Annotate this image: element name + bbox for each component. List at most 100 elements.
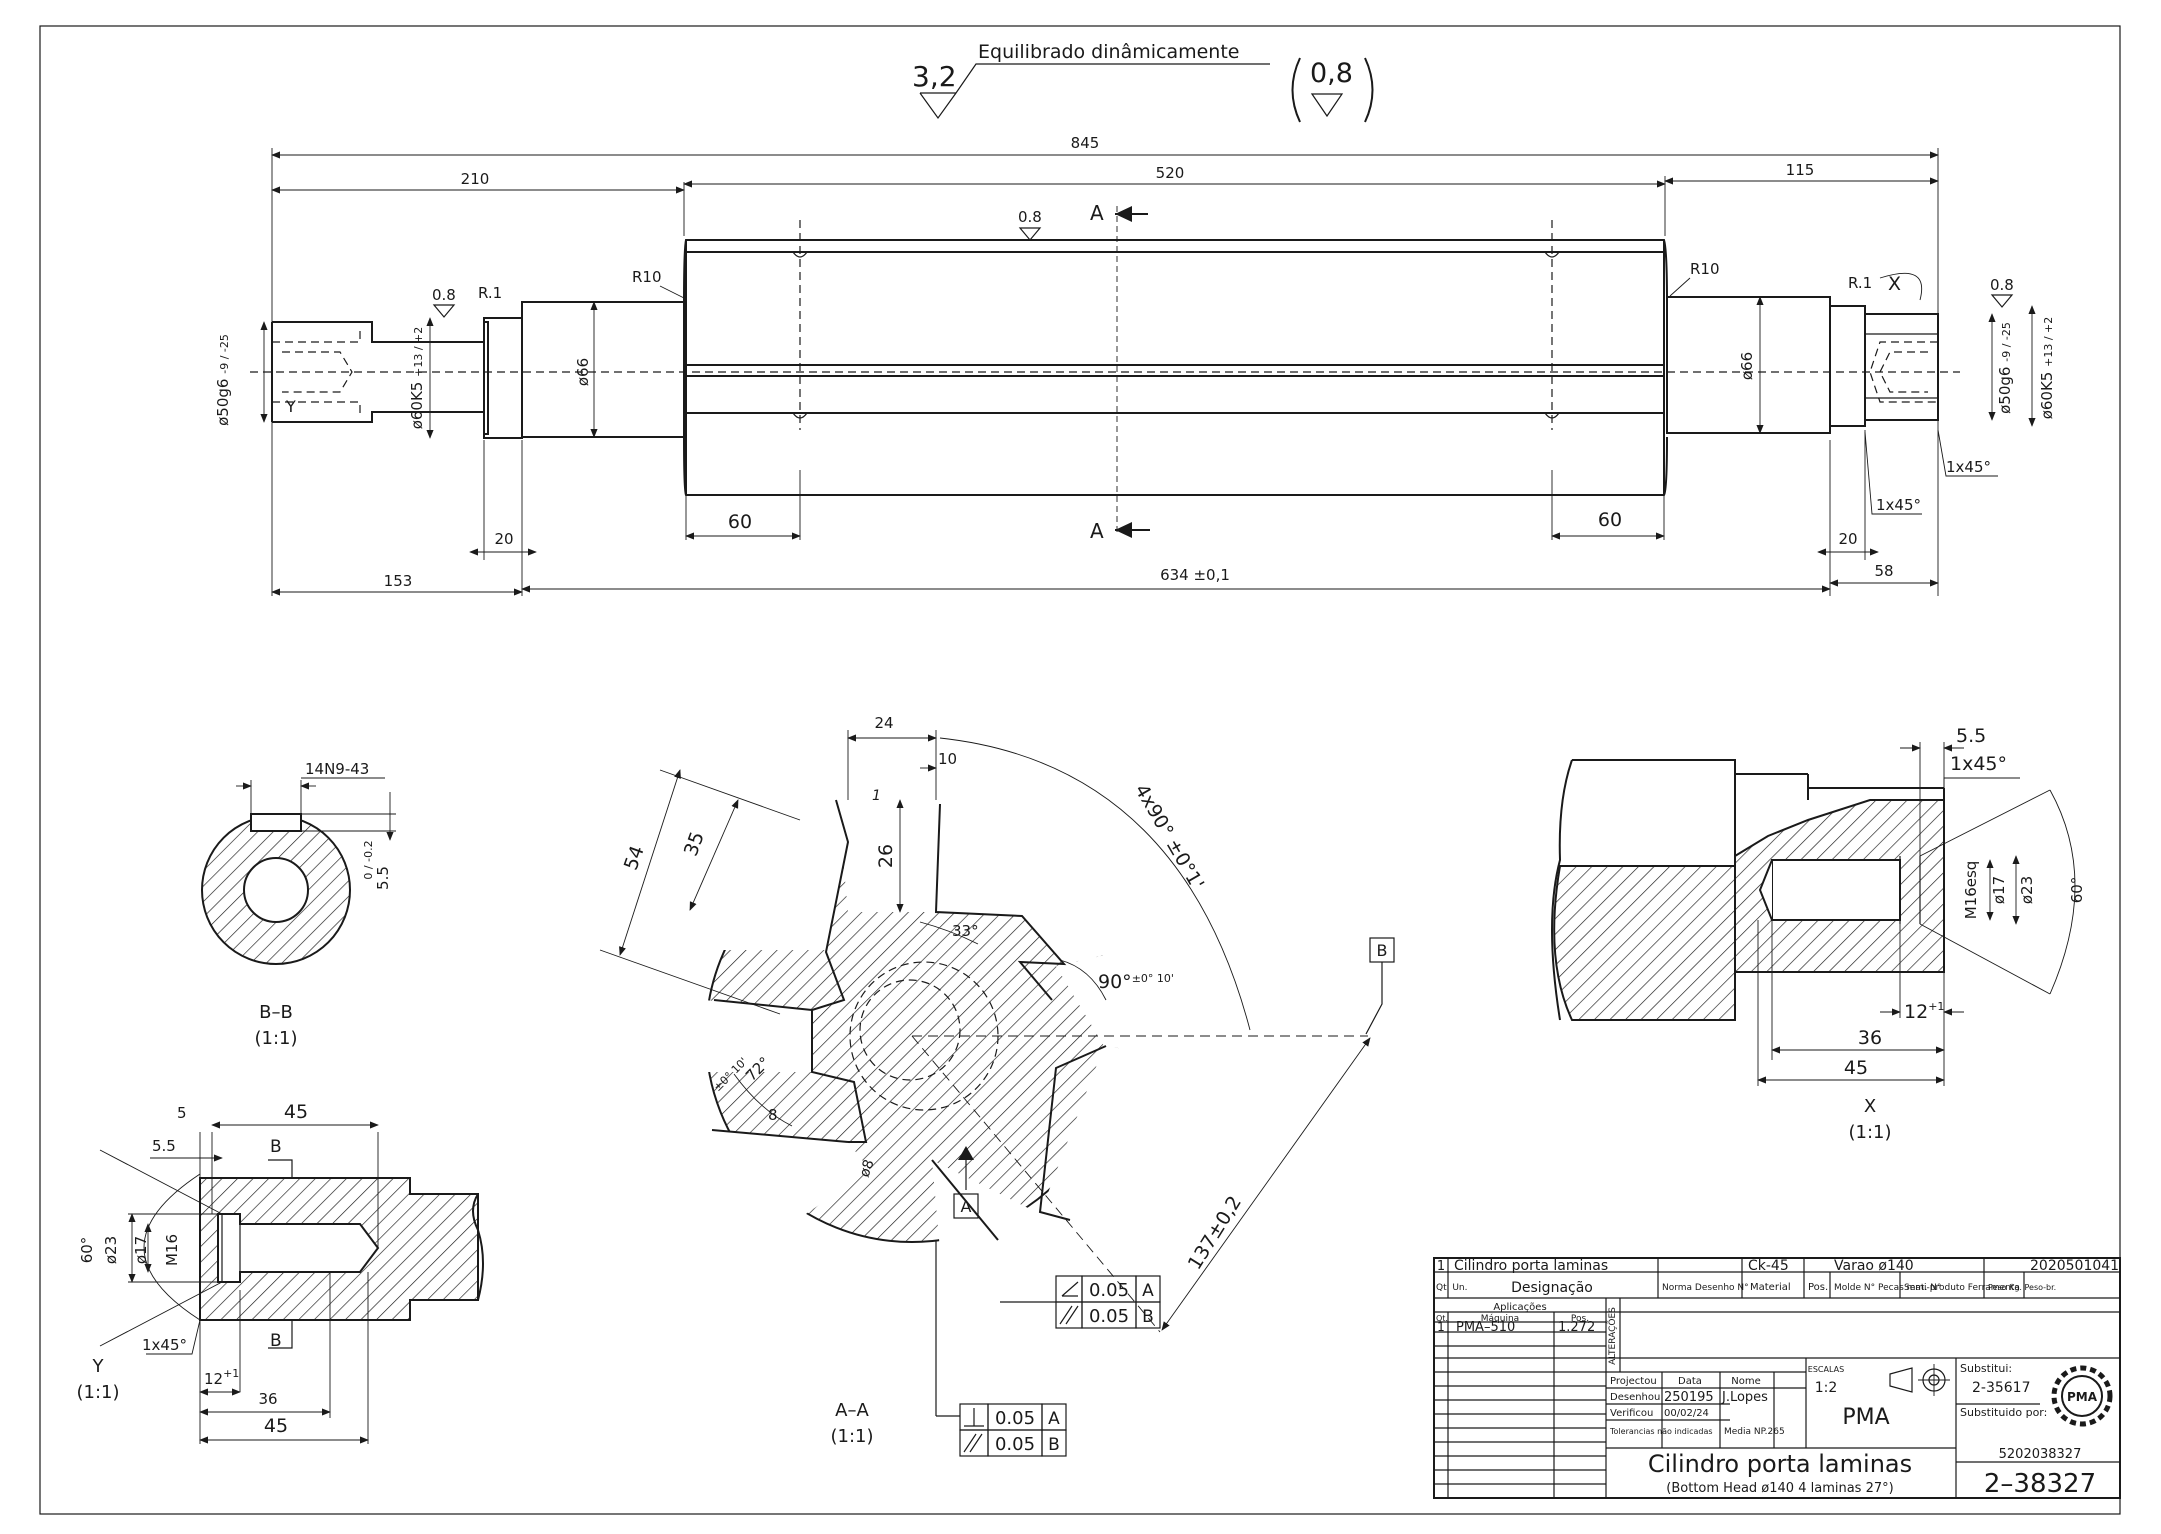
aa-dim-137: 137±0,2 bbox=[1184, 1192, 1246, 1274]
dim-middle-length: 520 bbox=[1156, 164, 1185, 182]
dia-right-end-value: ø50g6 bbox=[1996, 367, 2014, 414]
aa-scale: (1:1) bbox=[830, 1426, 873, 1447]
tb-substituido-label: Substituido por: bbox=[1960, 1406, 2047, 1419]
dia-left-end-tol: -9 / -25 bbox=[218, 334, 231, 374]
dim-20-left: 20 bbox=[494, 530, 513, 548]
fcf2-value: 0.05 bbox=[1089, 1306, 1129, 1327]
tb-app-pos: 1.272 bbox=[1558, 1320, 1595, 1335]
dim-58: 58 bbox=[1874, 562, 1893, 580]
tb-company: PMA bbox=[1842, 1405, 1889, 1430]
tb-qty: 1 bbox=[1437, 1259, 1445, 1274]
tb-desenhou-name: J.Lopes bbox=[1721, 1390, 1768, 1405]
fcf3-value: 0.05 bbox=[995, 1408, 1035, 1429]
dia-right-end-tol: -9 / -25 bbox=[2000, 322, 2013, 362]
y-thread: M16 bbox=[163, 1234, 181, 1266]
y-scale: (1:1) bbox=[76, 1382, 119, 1403]
fcf-block-1: 0.05 A 0.05 B bbox=[1000, 1275, 1161, 1329]
y-dim-45-top: 45 bbox=[284, 1101, 308, 1123]
tb-substitui: 2-35617 bbox=[1972, 1380, 2031, 1396]
logo-text: PMA bbox=[2067, 1390, 2098, 1404]
aa-angle-pitch: 4x90° ±0°1' bbox=[1130, 780, 1208, 893]
y-dim-36: 36 bbox=[258, 1390, 277, 1408]
detail-y: 5 45 5.5 B B 60° ø23 ø17 M16 1x45° 12+1 … bbox=[76, 1101, 484, 1444]
y-dim-12: 12+1 bbox=[204, 1367, 239, 1388]
roughness-mid: 0.8 bbox=[1018, 208, 1042, 226]
tb-norma: Norma Desenho N° bbox=[1662, 1283, 1749, 1293]
dia-left-bearing-value: ø60K5 bbox=[408, 382, 426, 430]
dim-groove-right: 60 bbox=[1598, 509, 1622, 531]
aa-angle-33: 33° bbox=[952, 922, 979, 940]
tb-serial: 5202038327 bbox=[1999, 1447, 2082, 1462]
tb-desenhou-date: 250195 bbox=[1664, 1390, 1714, 1405]
dim-20-right: 20 bbox=[1838, 530, 1857, 548]
x-dia-17: ø17 bbox=[1990, 876, 2008, 904]
y-dia-17: ø17 bbox=[132, 1236, 150, 1264]
tb-tolerancias: Tolerancias não indicadas bbox=[1609, 1427, 1713, 1436]
section-a-top: A bbox=[1090, 201, 1104, 225]
x-dim-12-value: 12 bbox=[1904, 1001, 1928, 1023]
tb-media: Media NP.265 bbox=[1724, 1427, 1785, 1437]
dim-left-length: 210 bbox=[461, 170, 490, 188]
tb-molde: Molde N° Pecas mat. N° bbox=[1834, 1283, 1941, 1293]
fcf4-datum: B bbox=[1048, 1435, 1060, 1455]
tb-drawing-no: 2–38327 bbox=[1984, 1469, 2096, 1499]
aa-datum-a: A bbox=[961, 1197, 972, 1216]
section-bb: 14N9-43 5.5 0 / -0.2 B–B (1:1) bbox=[201, 760, 396, 1049]
fcf2-datum: B bbox=[1142, 1307, 1154, 1327]
x-dim-12-tol: +1 bbox=[1928, 1000, 1944, 1013]
tb-maquina: Máquina bbox=[1481, 1314, 1519, 1324]
x-thread: M16esq bbox=[1962, 861, 1980, 920]
tb-projectou: Projectou bbox=[1610, 1376, 1657, 1387]
tb-app-qty: 1 bbox=[1437, 1320, 1445, 1334]
y-title: Y bbox=[92, 1356, 105, 1377]
dim-total-length: 845 bbox=[1071, 134, 1100, 152]
tb-aplicacoes: Aplicações bbox=[1493, 1302, 1546, 1313]
aa-dim-1: 1 bbox=[872, 788, 881, 804]
aa-angle-90-value: 90° bbox=[1098, 971, 1132, 993]
radius-right: R.1 bbox=[1848, 274, 1872, 292]
y-dim-45-bottom: 45 bbox=[264, 1415, 288, 1437]
tb-pos: Pos. bbox=[1808, 1282, 1828, 1293]
y-dia-23: ø23 bbox=[102, 1236, 120, 1264]
tb-material-grade: Ck-45 bbox=[1748, 1258, 1789, 1274]
aa-title: A–A bbox=[835, 1400, 869, 1421]
dim-153: 153 bbox=[384, 572, 413, 590]
bb-title: B–B bbox=[259, 1002, 293, 1023]
aa-angle-90-tol: ±0° 10' bbox=[1132, 972, 1174, 985]
x-chamfer: 1x45° bbox=[1950, 753, 2007, 775]
dia-right-bearing-value: ø60K5 bbox=[2038, 372, 2056, 420]
tb-substitui-label: Substitui: bbox=[1960, 1362, 2012, 1375]
aa-dim-24: 24 bbox=[874, 714, 893, 732]
x-angle: 60° bbox=[2068, 877, 2086, 904]
view-x-label: X bbox=[1888, 273, 1901, 295]
tb-qt-un: Qt. Un. bbox=[1436, 1283, 1468, 1293]
tb-title-line1: Cilindro porta laminas bbox=[1648, 1450, 1912, 1478]
tb-qt: Qt. bbox=[1436, 1314, 1448, 1323]
dia-right-step: ø66 bbox=[1738, 352, 1756, 380]
view-y-label: Y bbox=[285, 397, 296, 416]
balance-note: Equilibrado dinâmicamente bbox=[978, 41, 1239, 63]
tb-nome: Nome bbox=[1731, 1376, 1761, 1387]
x-dim-36: 36 bbox=[1858, 1027, 1882, 1049]
tb-data: Data bbox=[1678, 1376, 1702, 1387]
y-dim-12-value: 12 bbox=[204, 1370, 223, 1388]
dia-right-end: ø50g6 -9 / -25 bbox=[1996, 322, 2014, 414]
y-dim-12-tol: +1 bbox=[223, 1367, 239, 1380]
chamfer-1: 1x45° bbox=[1946, 458, 1991, 476]
tb-material: Material bbox=[1750, 1282, 1791, 1293]
tb-verificou-date: 00/02/24 bbox=[1664, 1408, 1709, 1419]
y-dim-5-5: 5.5 bbox=[152, 1137, 176, 1155]
bb-depth-tol: 0 / -0.2 bbox=[362, 840, 375, 879]
dia-left-step: ø66 bbox=[574, 358, 592, 386]
tb-title-line2: (Bottom Head ø140 4 laminas 27°) bbox=[1666, 1481, 1893, 1496]
x-scale: (1:1) bbox=[1848, 1122, 1891, 1143]
fcf4-value: 0.05 bbox=[995, 1434, 1035, 1455]
tb-app-machine: PMA–510 bbox=[1456, 1320, 1515, 1335]
fillet-left: R10 bbox=[632, 268, 662, 286]
x-dim-12: 12+1 bbox=[1904, 1000, 1944, 1023]
sheet-border bbox=[39, 25, 2121, 1515]
aa-datum-b: B bbox=[1377, 941, 1388, 960]
tb-part-name: Cilindro porta laminas bbox=[1454, 1258, 1608, 1274]
aa-dim-35: 35 bbox=[680, 829, 709, 859]
